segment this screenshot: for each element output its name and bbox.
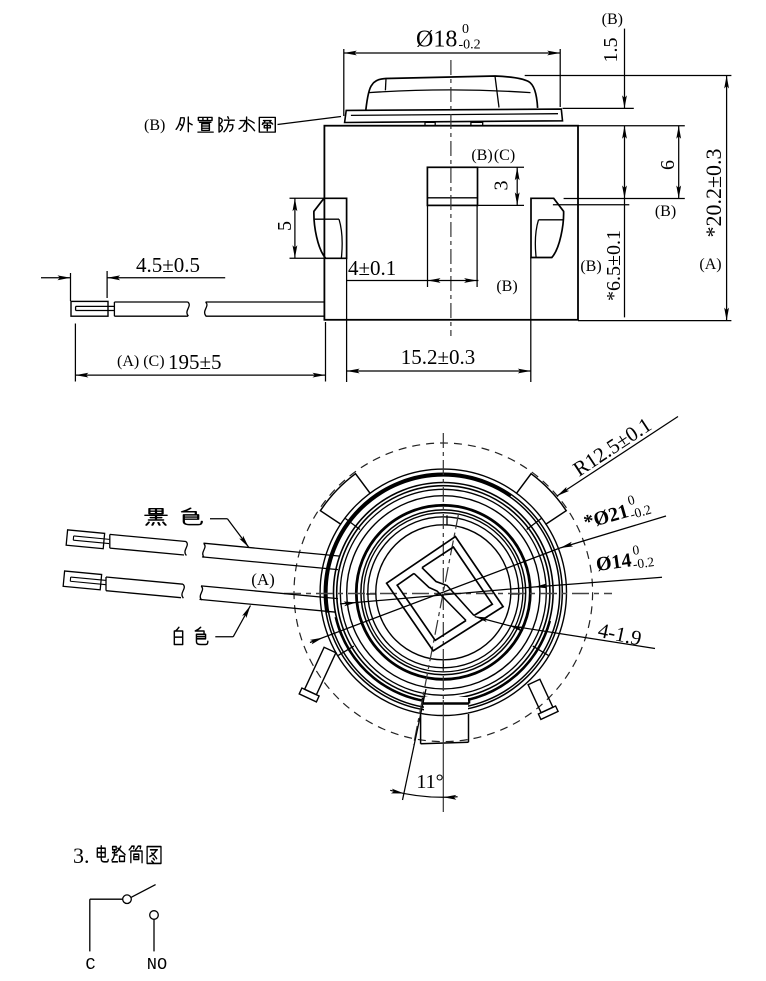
svg-text:(A) (C): (A) (C) [117, 353, 165, 370]
svg-text:(B): (B) [580, 258, 601, 275]
svg-text:11°: 11° [416, 771, 443, 793]
svg-text:*20.2±0.3: *20.2±0.3 [701, 148, 726, 237]
svg-text:15.2±0.3: 15.2±0.3 [401, 345, 476, 369]
svg-text:C: C [85, 956, 95, 975]
svg-text:NO: NO [147, 956, 167, 975]
svg-text:Ø18: Ø18 [416, 27, 457, 53]
svg-text:0: 0 [626, 492, 637, 508]
svg-text:0: 0 [631, 542, 640, 558]
svg-text:-0.2: -0.2 [632, 554, 655, 572]
svg-text:*6.5±0.1: *6.5±0.1 [603, 230, 625, 301]
svg-text:(A): (A) [251, 570, 275, 589]
svg-text:-0.2: -0.2 [628, 502, 653, 522]
svg-text:0: 0 [462, 22, 469, 37]
svg-text:(B): (B) [144, 117, 165, 134]
svg-text:(B): (B) [496, 278, 517, 295]
svg-text:(B): (B) [602, 11, 623, 28]
svg-text:4±0.1: 4±0.1 [348, 256, 396, 280]
svg-text:-0.2: -0.2 [459, 38, 481, 53]
svg-text:6: 6 [657, 160, 679, 170]
svg-text:3.: 3. [73, 843, 90, 868]
svg-text:(C): (C) [494, 147, 515, 164]
svg-text:(B): (B) [655, 203, 676, 220]
svg-text:195±5: 195±5 [168, 350, 222, 374]
svg-text:3: 3 [491, 181, 513, 191]
svg-text:4.5±0.5: 4.5±0.5 [136, 253, 200, 277]
svg-text:Ø14: Ø14 [595, 549, 633, 576]
svg-text:5: 5 [274, 221, 296, 231]
svg-text:1.5: 1.5 [600, 38, 622, 63]
svg-text:(B): (B) [471, 147, 492, 164]
svg-text:(A): (A) [699, 256, 721, 273]
